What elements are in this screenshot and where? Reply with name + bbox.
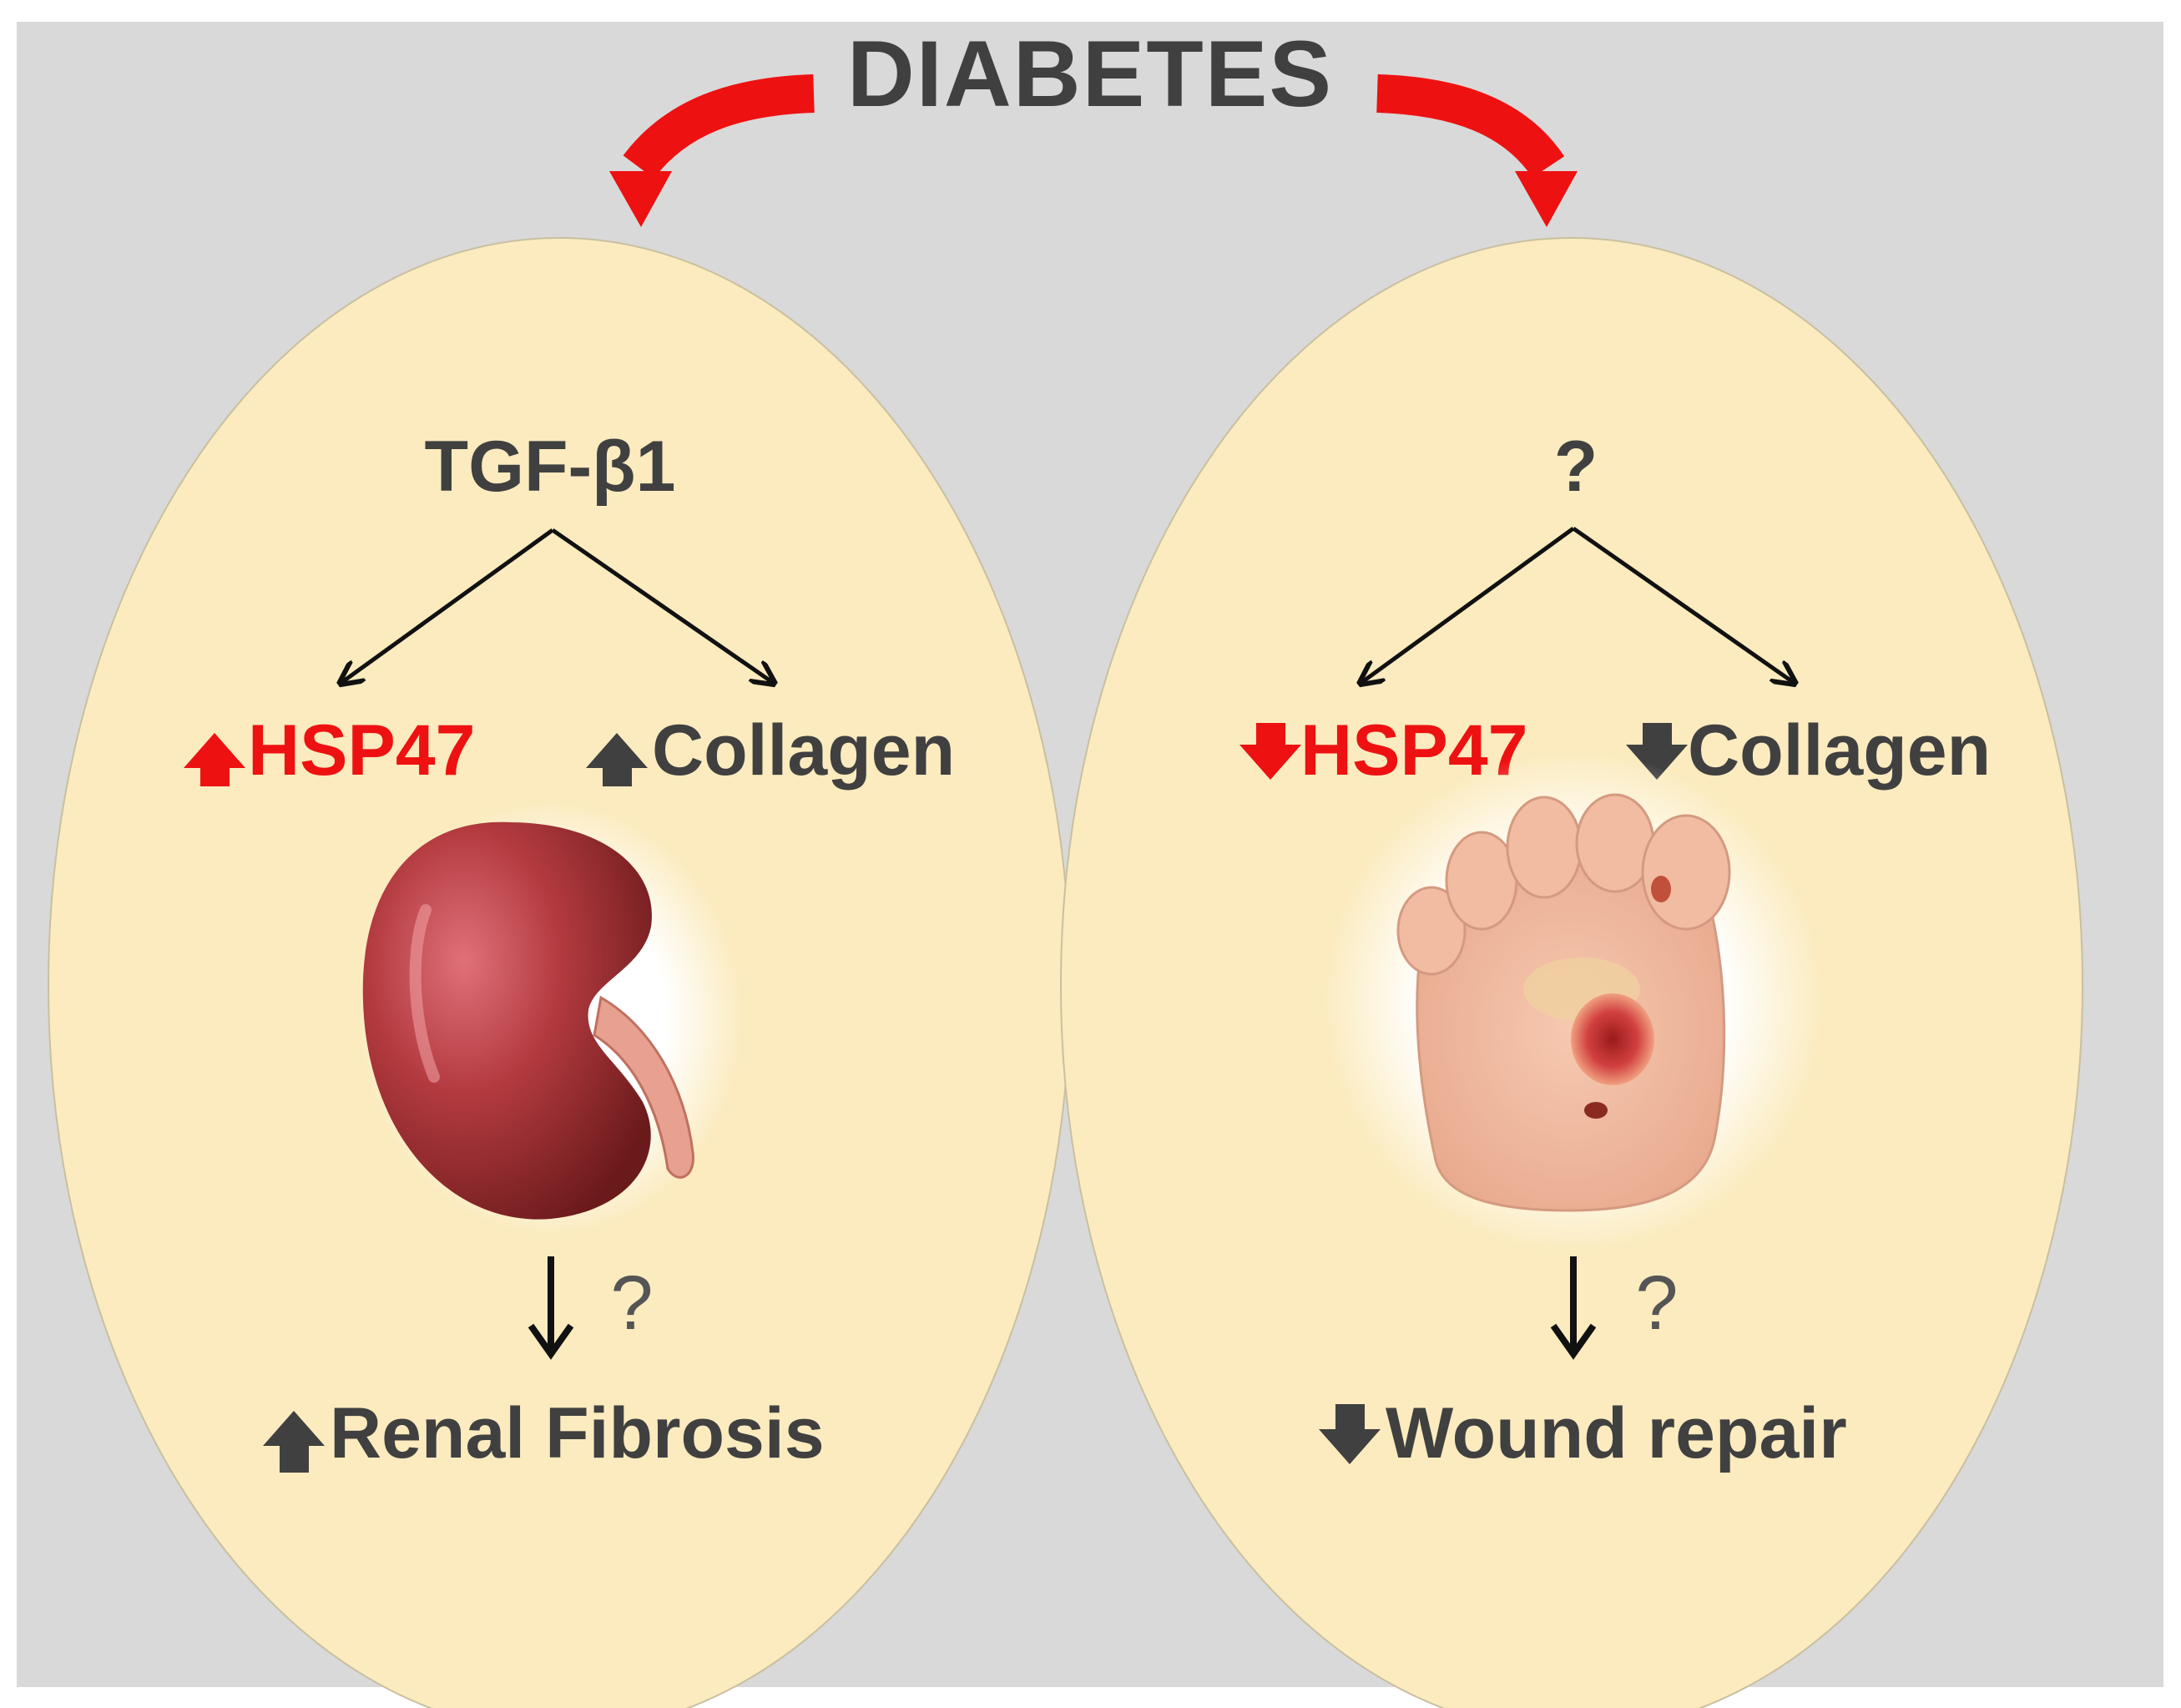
title: DIABETES (847, 22, 1333, 126)
left-top-label: TGF-β1 (425, 427, 676, 507)
right-collagen-label: Collagen (1688, 710, 1991, 791)
left-question-mark: ? (610, 1261, 653, 1346)
left-collagen-label: Collagen (652, 710, 955, 791)
right-collagen-down-arrow-icon (1626, 723, 1688, 780)
right-hsp47-down-arrow-icon (1239, 723, 1301, 780)
left-collagen-up-arrow-icon (586, 733, 648, 786)
left-red-curved-arrow (609, 74, 815, 227)
right-down-arrow-icon (1550, 1256, 1597, 1360)
right-top-label: ? (1554, 427, 1598, 507)
foot-ulcer-illustration (1323, 751, 1824, 1252)
left-outcome-up-arrow-icon (263, 1411, 325, 1473)
kidney-illustration (359, 801, 743, 1236)
right-red-curved-arrow (1376, 74, 1578, 227)
right-question-mark: ? (1635, 1261, 1678, 1346)
left-outcome-label: Renal Fibrosis (330, 1393, 825, 1473)
left-down-arrow-icon (528, 1256, 574, 1360)
right-outcome-down-arrow-icon (1319, 1404, 1381, 1464)
left-branch-arrows (342, 528, 772, 682)
left-hsp47-label: HSP47 (248, 710, 476, 791)
right-branch-arrows (1362, 526, 1793, 682)
right-outcome-label: Wound repair (1386, 1393, 1847, 1473)
left-hsp47-up-arrow-icon (184, 733, 245, 786)
